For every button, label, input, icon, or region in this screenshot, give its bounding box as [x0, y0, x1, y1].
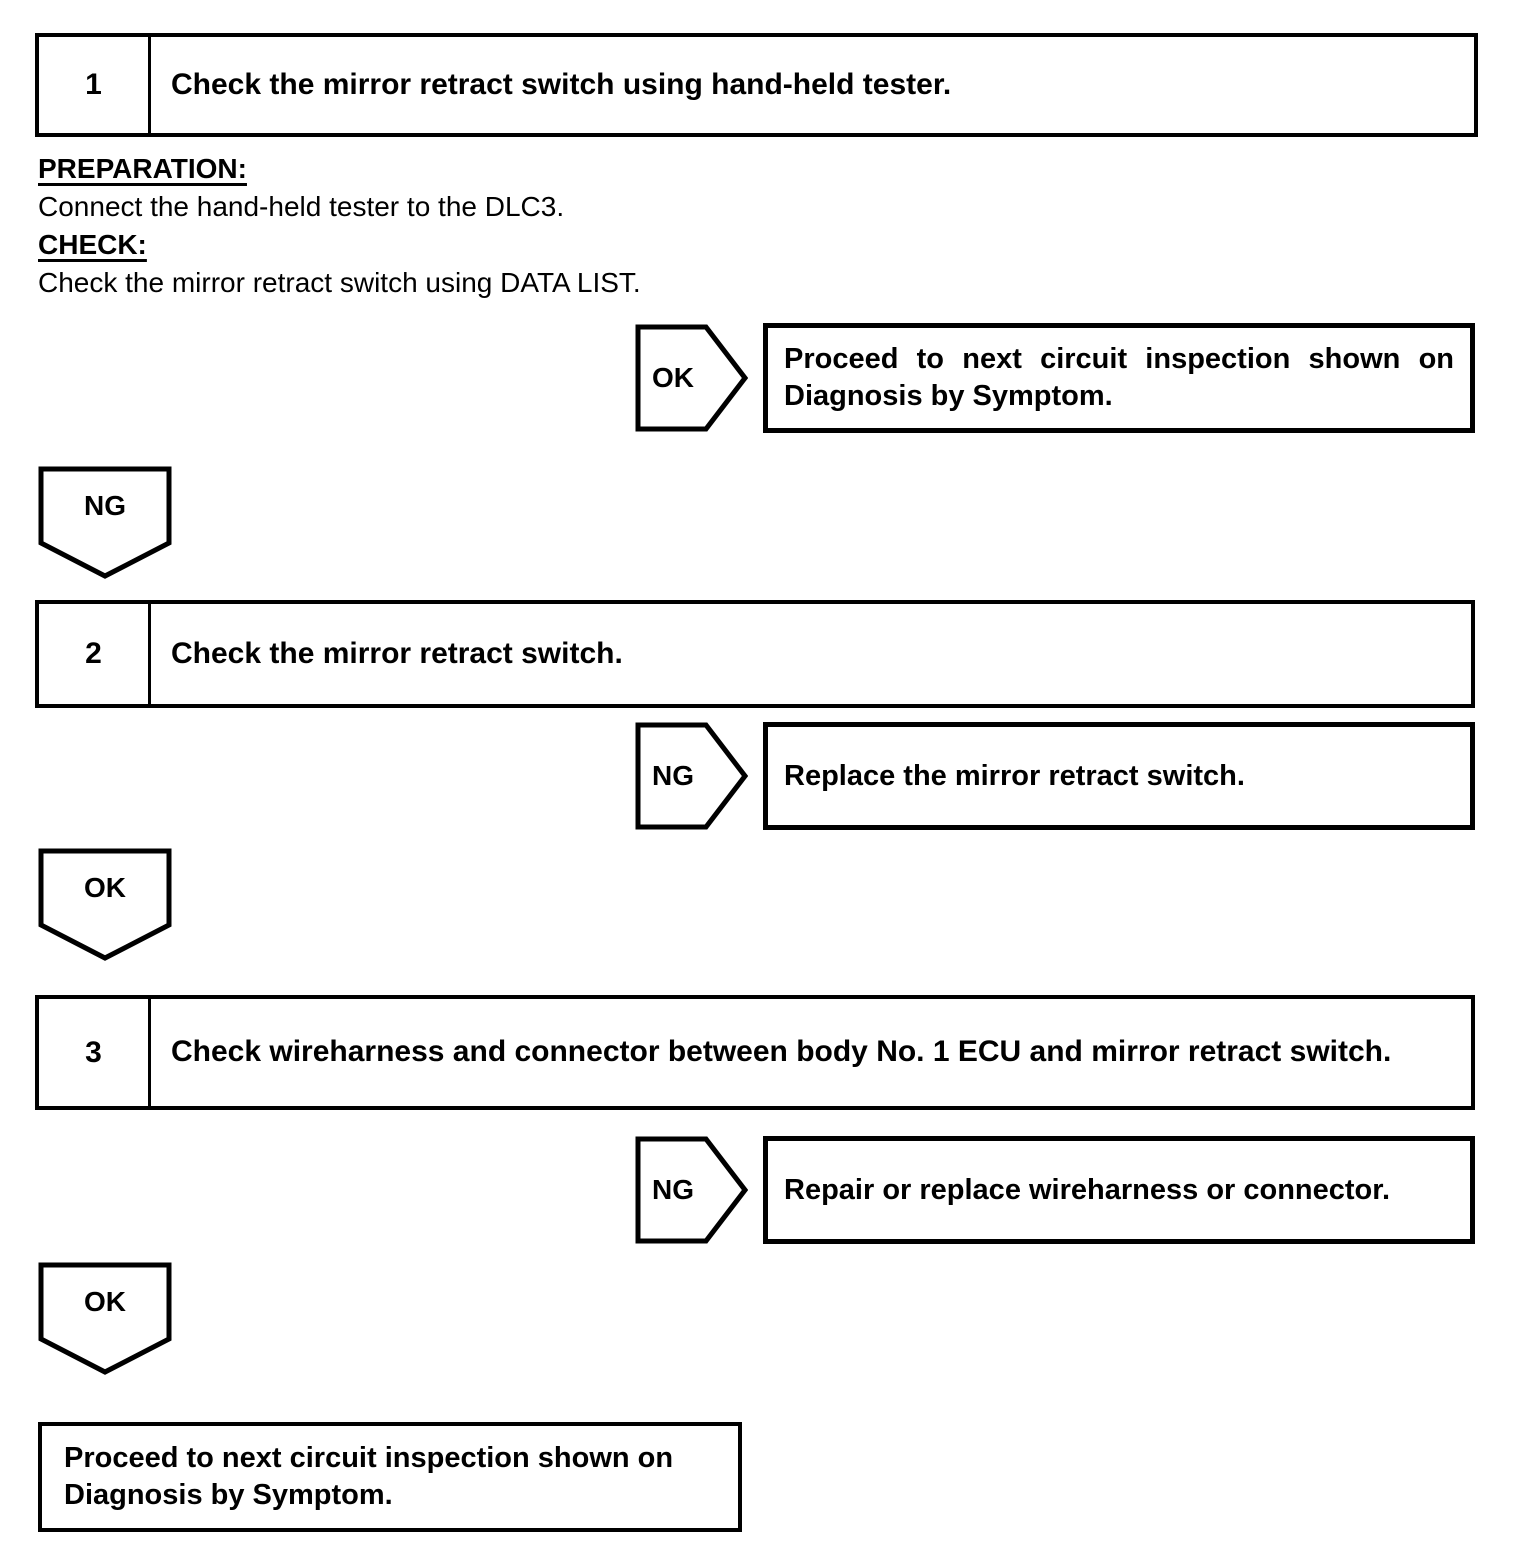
step2-branch-tag-label: NG: [652, 760, 694, 791]
down-pentagon-icon: [38, 466, 172, 579]
down-pentagon-icon: [38, 848, 172, 961]
step3-branch-result-box: Repair or replace wireharness or connect…: [763, 1136, 1475, 1244]
final-result-text: Proceed to next circuit inspection shown…: [64, 1442, 674, 1511]
step2-continue-connector: OK: [38, 848, 172, 962]
step1-branch-result-text: Proceed to next circuit inspection shown…: [784, 343, 1454, 412]
check-label: CHECK:: [38, 229, 147, 260]
step3-branch-tag-arrow: NG: [635, 1136, 748, 1244]
preparation-label: PREPARATION:: [38, 153, 247, 184]
step2-continue-label: OK: [84, 872, 126, 903]
step1-branch-tag-label: OK: [652, 362, 694, 393]
step1-title: Check the mirror retract switch using ha…: [171, 67, 952, 101]
step1-details: PREPARATION: Connect the hand-held teste…: [38, 150, 641, 302]
down-pentagon-icon: [38, 1262, 172, 1375]
step2-branch-result-text: Replace the mirror retract switch.: [784, 759, 1245, 792]
step1-header-box: 1 Check the mirror retract switch using …: [35, 33, 1478, 137]
step1-branch-tag-arrow: OK: [635, 324, 748, 432]
step3-branch-result-text: Repair or replace wireharness or connect…: [784, 1173, 1391, 1206]
step1-branch-result-box: Proceed to next circuit inspection shown…: [763, 323, 1475, 433]
step2-branch-tag-arrow: NG: [635, 722, 748, 830]
step2-header-box: 2 Check the mirror retract switch.: [35, 600, 1475, 708]
step3-number: 3: [39, 999, 151, 1106]
right-arrow-pentagon-icon: [635, 1136, 748, 1244]
step1-continue-label: NG: [84, 490, 126, 521]
preparation-text: Connect the hand-held tester to the DLC3…: [38, 191, 565, 222]
step3-header-box: 3 Check wireharness and connector betwee…: [35, 995, 1475, 1110]
step3-continue-label: OK: [84, 1286, 126, 1317]
right-arrow-pentagon-icon: [635, 722, 748, 830]
step3-continue-connector: OK: [38, 1262, 172, 1376]
step1-continue-connector: NG: [38, 466, 172, 580]
right-arrow-pentagon-icon: [635, 324, 748, 432]
step2-number: 2: [39, 604, 151, 704]
final-result-box: Proceed to next circuit inspection shown…: [38, 1422, 742, 1532]
step3-title: Check wireharness and connector between …: [171, 1035, 1392, 1069]
step2-title: Check the mirror retract switch.: [171, 636, 623, 670]
check-text: Check the mirror retract switch using DA…: [38, 267, 641, 298]
step3-branch-tag-label: NG: [652, 1174, 694, 1205]
step2-branch-result-box: Replace the mirror retract switch.: [763, 722, 1475, 830]
step1-number: 1: [39, 37, 151, 133]
